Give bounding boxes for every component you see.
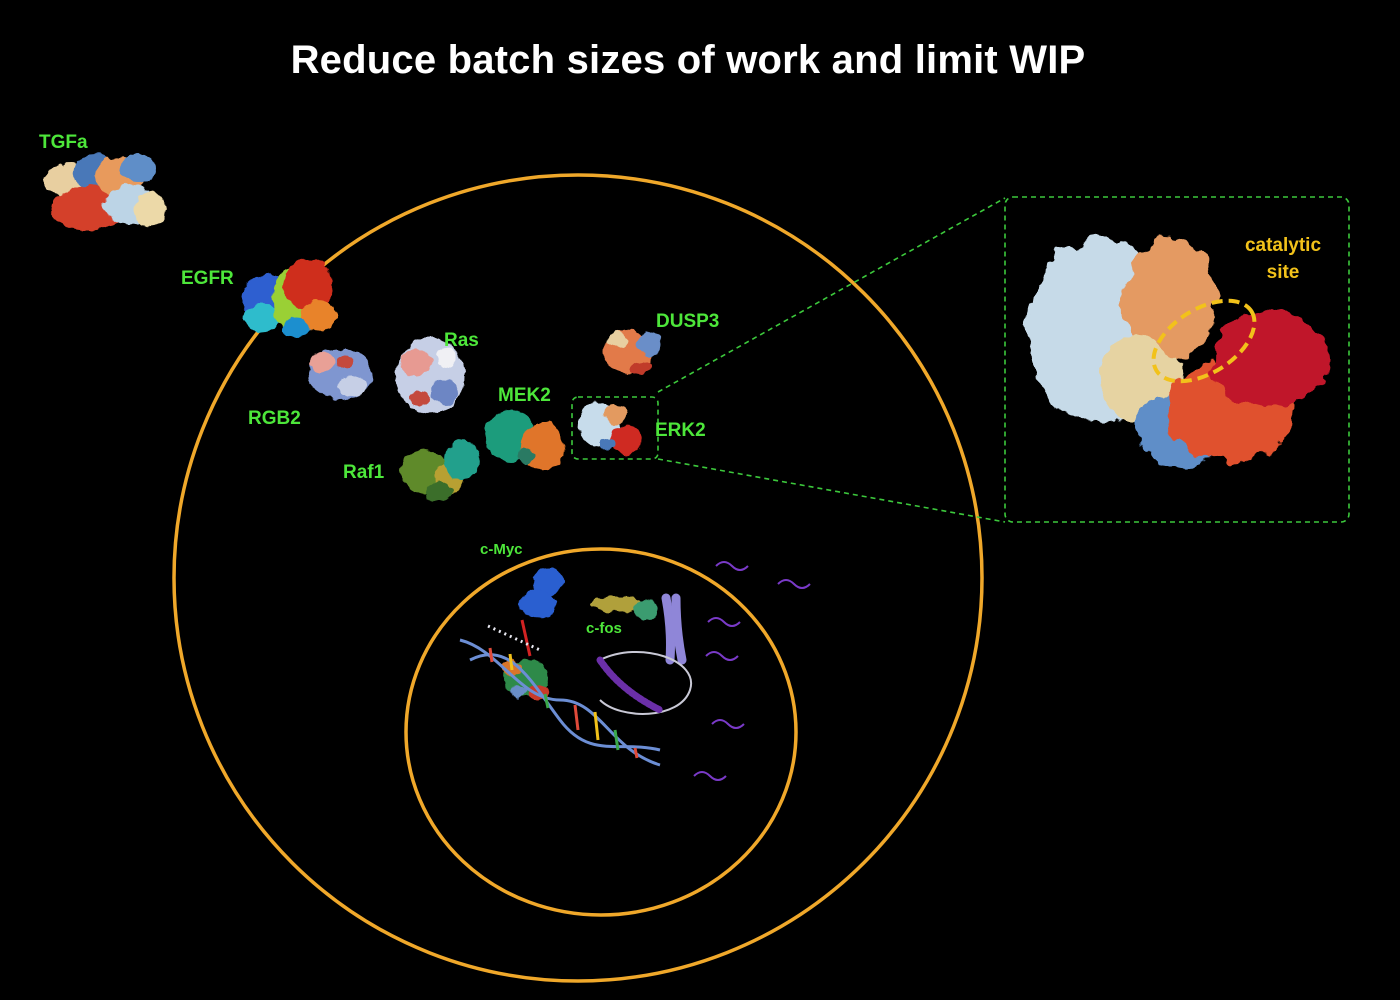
label-egfr: EGFR — [181, 268, 234, 289]
erk2-surface-detail-icon — [1028, 238, 1328, 468]
ras-protein-icon — [396, 338, 464, 414]
chromatin-fiber — [599, 651, 693, 715]
tgfa-protein-icon — [44, 154, 166, 230]
mrna-squiggles — [693, 561, 811, 781]
chromatin-coil — [596, 656, 664, 714]
rgb2-protein-icon — [308, 348, 372, 400]
catalytic-site-label-line2: site — [1266, 262, 1300, 283]
label-c-fos: c-fos — [586, 620, 622, 637]
cell-membrane-ring — [172, 173, 984, 983]
zoom-connector-bottom — [657, 458, 1006, 523]
label-ras: Ras — [444, 330, 479, 351]
slide-title: Reduce batch sizes of work and limit WIP — [290, 38, 1086, 82]
dna-helix-icon — [459, 638, 661, 767]
raf1-protein-icon — [401, 440, 480, 502]
label-tgfa: TGFa — [39, 132, 88, 153]
label-raf1: Raf1 — [343, 462, 385, 483]
catalytic-site-label-line1: catalytic — [1244, 235, 1322, 256]
erk2-protein-icon — [578, 402, 642, 454]
c-fos-protein-icon — [592, 596, 658, 620]
dusp3-protein-icon — [604, 330, 662, 376]
chromosome-icon — [661, 593, 687, 665]
label-mek2: MEK2 — [498, 385, 551, 406]
nucleus-ring — [404, 547, 798, 917]
c-myc-protein-icon — [520, 568, 564, 618]
label-dusp3: DUSP3 — [656, 311, 720, 332]
label-c-myc: c-Myc — [480, 541, 523, 558]
catalytic-site-label: catalytic site — [1223, 232, 1343, 286]
mek2-protein-icon — [484, 410, 565, 470]
erk2-zoom-selection-box — [571, 396, 659, 460]
label-erk2: ERK2 — [655, 420, 706, 441]
catalytic-site-highlight — [1151, 298, 1257, 384]
c-myc-linker — [520, 619, 532, 657]
label-rgb2: RGB2 — [248, 408, 301, 429]
egfr-protein-icon — [242, 259, 336, 338]
mrna-strand — [487, 624, 541, 652]
zoom-connector-top — [657, 197, 1006, 393]
